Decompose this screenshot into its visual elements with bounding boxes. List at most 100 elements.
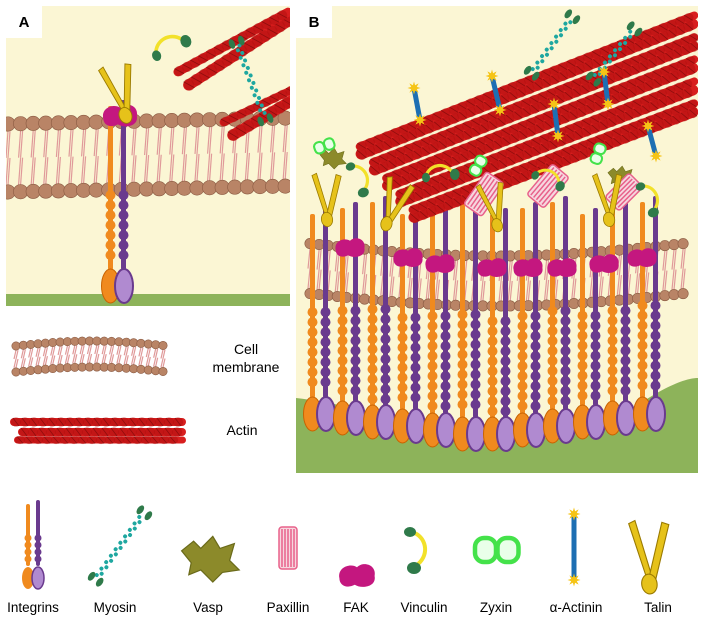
lipid-head — [114, 337, 124, 347]
talin — [628, 519, 670, 595]
lipid-head — [139, 113, 155, 129]
alpha-actinin — [597, 65, 615, 111]
lipid-head — [92, 362, 102, 372]
substrate — [6, 294, 290, 306]
alpha-actinin-icon — [567, 507, 581, 587]
legend-paxillin-label: Paxillin — [266, 600, 310, 615]
legend-zyxin-label: Zyxin — [479, 600, 513, 615]
lipid-head — [158, 366, 168, 376]
fak — [339, 564, 375, 587]
alpha-actinin — [407, 81, 427, 127]
actin-filament — [10, 417, 186, 427]
actin-filament-strand — [382, 55, 698, 183]
lipid-head — [77, 336, 87, 346]
lipid-head — [202, 112, 218, 128]
lipid-head — [99, 362, 109, 372]
lipid-head — [265, 178, 281, 194]
vinculin-icon — [404, 527, 428, 574]
paxillin-icon — [278, 526, 298, 570]
myosin — [523, 9, 581, 81]
lipid-head — [25, 183, 41, 199]
actin-filament-strand — [18, 427, 186, 437]
lipid-head — [88, 182, 104, 198]
fak — [589, 254, 619, 273]
lipid-head — [13, 184, 29, 200]
vinculin — [152, 34, 192, 61]
lipid-head — [136, 338, 146, 348]
lipid-head — [11, 367, 21, 377]
panel-a-illustration — [6, 7, 290, 306]
lipid-head — [50, 115, 66, 131]
actin-filament — [382, 55, 698, 183]
lipid-head — [70, 362, 80, 372]
lipid-head — [313, 289, 325, 301]
lipid-head — [158, 340, 168, 350]
talin — [311, 172, 342, 228]
lipid-head — [62, 363, 72, 373]
lipid-head — [151, 366, 161, 376]
lipid-head — [62, 337, 72, 347]
actin-filament — [14, 435, 186, 445]
lipid-head — [189, 180, 205, 196]
integrin — [453, 196, 486, 452]
panel-b-label: B — [296, 6, 332, 38]
talin — [591, 173, 623, 227]
lipid-head — [164, 180, 180, 196]
lipid-head — [77, 362, 87, 372]
lipid-head — [277, 178, 290, 194]
lipid-head — [18, 340, 28, 350]
lipid-head — [107, 336, 117, 346]
lipid-head — [26, 366, 36, 376]
talin — [380, 176, 416, 232]
lipid-head — [659, 240, 671, 252]
lipid-head — [114, 363, 124, 373]
lipid-head — [151, 181, 167, 197]
alpha-actinin — [567, 507, 581, 587]
myosin-icon — [87, 505, 153, 587]
lipid-head — [677, 238, 689, 250]
lipid-head — [63, 183, 79, 199]
legend-fak-label: FAK — [343, 600, 369, 615]
vasp — [180, 535, 241, 583]
lipid-head — [239, 179, 255, 195]
fak — [425, 254, 455, 273]
lipid-head — [88, 114, 104, 130]
lipid-head — [139, 181, 155, 197]
actin-filament — [219, 85, 290, 127]
panel-b-illustration — [296, 9, 698, 473]
lipid-head — [55, 363, 65, 373]
legend-vasp-label: Vasp — [193, 600, 223, 615]
lipid-head — [143, 339, 153, 349]
legend-myosin-label: Myosin — [93, 600, 137, 615]
integrin — [633, 196, 666, 432]
integrin — [333, 202, 366, 436]
alpha-actinin — [547, 97, 565, 143]
lipid-head — [38, 115, 54, 131]
actin-filament-strand — [368, 33, 698, 167]
fak — [477, 258, 507, 277]
alpha-actinin — [485, 69, 507, 117]
integrin — [363, 196, 396, 440]
lipid-head — [176, 180, 192, 196]
myosin-chain — [87, 505, 153, 587]
fak — [547, 258, 577, 277]
lipid-head — [33, 339, 43, 349]
lipid-head — [48, 364, 58, 374]
legend-alpha-actinin-label: α-Actinin — [549, 600, 603, 615]
panel-a: A — [6, 6, 290, 306]
actin-filament — [368, 33, 698, 167]
lipid-head — [164, 112, 180, 128]
lipid-head — [202, 180, 218, 196]
actin-filament — [18, 427, 186, 437]
actin-filament-strand — [355, 11, 698, 151]
actin-filament-strand — [10, 417, 186, 427]
integrins-icon — [22, 500, 45, 590]
integrin — [423, 202, 456, 448]
myosin — [87, 505, 153, 587]
fak-icon — [339, 564, 375, 587]
lipid-head — [85, 336, 95, 346]
fak — [627, 248, 657, 267]
lipid-head — [50, 183, 66, 199]
cell-membrane-legend — [11, 336, 168, 377]
lipid-head — [70, 336, 80, 346]
